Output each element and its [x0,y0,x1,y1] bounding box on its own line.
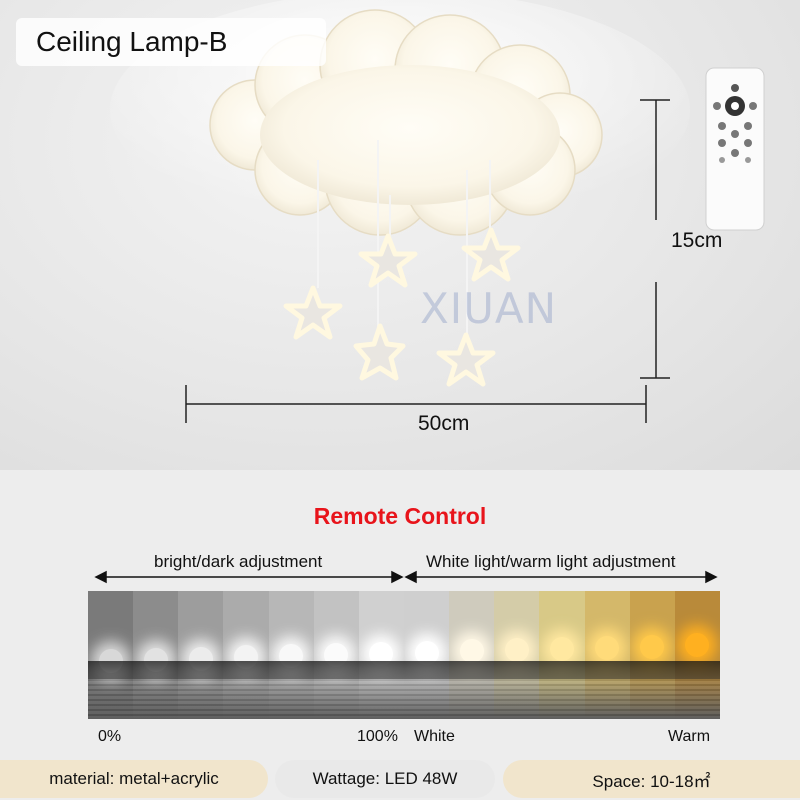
water-reflection [539,679,585,719]
horizon-silhouette [539,661,585,679]
light-level-panel [133,591,179,719]
light-level-strip [88,591,720,719]
water-reflection [268,679,314,719]
brand-watermark: XIUAN [420,284,558,333]
horizon-silhouette [313,661,359,679]
star-icon [358,233,418,288]
water-reflection [223,679,269,719]
light-level-panel [223,591,269,719]
space-spec: Space: 10-18㎡ [503,760,800,798]
bright-dark-label: bright/dark adjustment [154,552,323,571]
scale-white-label: White [414,728,455,745]
light-level-panel [268,591,314,719]
light-level-panel [584,591,630,719]
scale-max-label: 100% [357,728,398,745]
adjustment-arrows [94,570,718,584]
light-glow-icon [685,633,710,658]
water-reflection [449,679,495,719]
water-reflection [133,679,179,719]
light-glow-icon [459,639,484,664]
horizon-silhouette [358,661,404,679]
width-dimension-line [185,385,647,423]
star-ornaments [283,227,521,387]
horizon-silhouette [629,661,675,679]
material-spec: material: metal+acrylic [0,760,268,798]
light-glow-icon [640,634,665,659]
light-glow-icon [595,635,620,660]
water-reflection [358,679,404,719]
height-dimension-line [640,99,670,379]
product-photo-area: XIUAN Ceiling Lamp-B 15cm 50cm [0,0,800,470]
water-reflection [88,679,134,719]
remote-control-icon [705,67,765,231]
horizon-silhouette [88,661,134,679]
light-level-panel [494,591,540,719]
scale-warm-label: Warm [668,728,711,745]
horizon-silhouette [178,661,224,679]
horizon-silhouette [494,661,540,679]
arrow-right-icon [391,570,404,584]
horizon-silhouette [133,661,179,679]
horizon-silhouette [223,661,269,679]
horizon-silhouette [268,661,314,679]
water-reflection [313,679,359,719]
horizon-silhouette [403,661,450,679]
wattage-spec: Wattage: LED 48W [275,760,495,798]
light-level-panel [358,591,404,719]
water-reflection [584,679,630,719]
light-level-panel [178,591,224,719]
arrow-left-icon [404,570,417,584]
light-level-panel [674,591,720,719]
light-level-panel [313,591,359,719]
light-glow-icon [504,638,529,663]
water-reflection [494,679,540,719]
star-icon [353,323,406,381]
white-warm-label: White light/warm light adjustment [426,552,676,571]
water-reflection [178,679,224,719]
width-label: 50cm [418,412,470,435]
light-level-panel [449,591,495,719]
water-reflection [403,679,450,719]
arrow-left-icon [94,570,107,584]
horizon-silhouette [674,661,720,679]
water-reflection [629,679,675,719]
light-level-panel [403,591,450,719]
water-reflection [674,679,720,719]
scale-min-label: 0% [98,728,122,745]
star-icon [283,285,343,340]
star-icon [461,227,521,282]
arrow-right-icon [705,570,718,584]
horizon-silhouette [449,661,495,679]
star-icon [436,332,496,387]
height-label: 15cm [671,229,723,252]
light-level-panel [539,591,585,719]
light-glow-icon [549,637,574,661]
light-level-panel [629,591,675,719]
remote-control-title: Remote Control [313,503,487,529]
light-level-panel [88,591,134,719]
product-title: Ceiling Lamp-B [16,18,326,66]
horizon-silhouette [584,661,630,679]
light-glow-icon [414,640,439,665]
